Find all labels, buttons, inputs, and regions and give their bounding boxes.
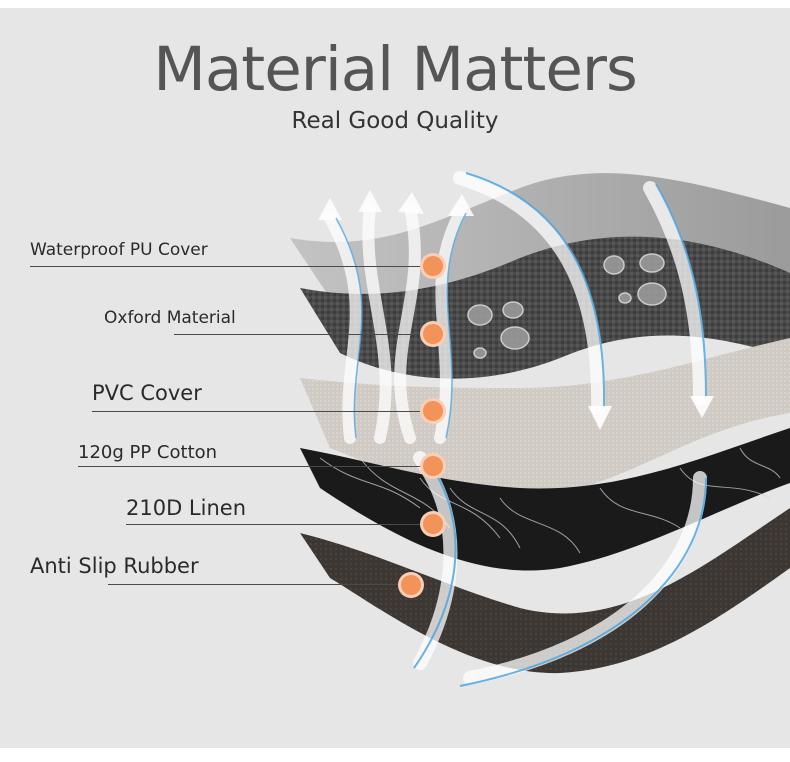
airflow-arrowheads-up [318,190,474,220]
marker-linen [420,511,446,537]
layer-label-pp-cotton: 120g PP Cotton [78,442,218,463]
page-title: Material Matters [153,34,637,105]
leader-line-waterproof-pu [30,266,430,267]
oxford-layer [300,236,790,379]
material-layers-illustration [290,171,790,687]
cotton-fibers [319,447,781,554]
page-subtitle: Real Good Quality [291,108,499,134]
water-droplets [467,253,667,359]
marker-pp-cotton [420,453,446,479]
marker-pvc [420,398,446,424]
product-infographic: Material Matters Real Good Quality [0,8,790,748]
pp-cotton-layer [300,428,790,571]
leader-line-oxford [174,334,430,335]
airflow-edges-up [335,212,467,439]
marker-waterproof-pu [420,253,446,279]
marker-rubber [398,572,424,598]
linen-layer [300,508,790,674]
leader-line-rubber [108,584,412,585]
layer-label-pvc: PVC Cover [92,381,202,405]
airflow-arrowheads-down [588,396,714,430]
leader-line-pvc [92,411,432,412]
layer-label-waterproof-pu: Waterproof PU Cover [30,240,208,260]
layer-label-rubber: Anti Slip Rubber [30,554,199,578]
marker-oxford [420,321,446,347]
airflow-edges-down [413,172,707,687]
layer-label-linen: 210D Linen [126,496,247,520]
layer-label-oxford: Oxford Material [104,308,236,328]
leader-line-pp-cotton [78,466,430,467]
leader-line-linen [126,524,432,525]
